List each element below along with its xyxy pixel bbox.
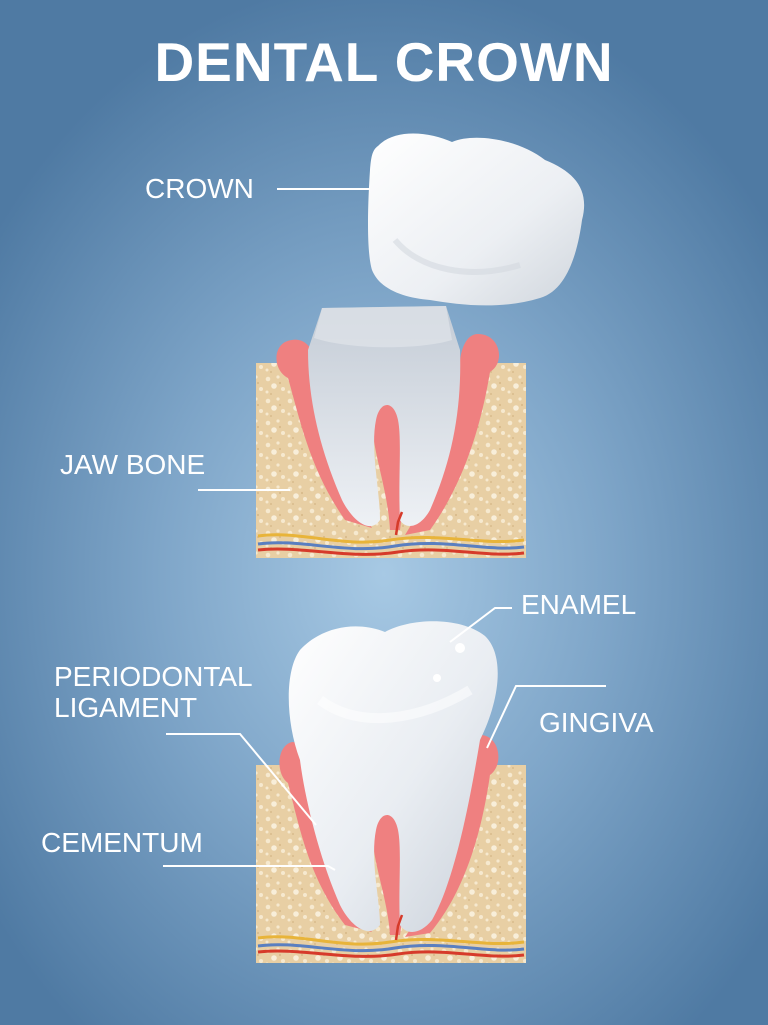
upper-nerve-red	[257, 547, 525, 556]
page-title: DENTAL CROWN	[154, 31, 614, 93]
lower-ligament-middle	[372, 812, 407, 935]
upper-ligament-middle	[372, 404, 407, 530]
periodontal-ligament-label: PERIODONTAL LIGAMENT	[54, 661, 252, 723]
crown-shape	[368, 133, 585, 306]
cementum-leader-line	[163, 865, 336, 871]
lower-nerve-blue	[257, 943, 525, 953]
lower-tooth-group	[256, 621, 526, 963]
crown-label: CROWN	[145, 173, 254, 204]
gingiva-leader-line	[486, 685, 606, 749]
upper-tooth-group	[256, 133, 585, 558]
enamel-leader-line	[449, 607, 512, 643]
leader-lines	[163, 188, 606, 871]
periodontal-ligament-leader-line	[166, 733, 317, 826]
gingiva-label: GINGIVA	[539, 707, 654, 738]
cementum-label: CEMENTUM	[41, 827, 203, 858]
upper-tooth-stump	[308, 306, 461, 527]
enamel-label: ENAMEL	[521, 589, 637, 620]
lower-nerve-red	[257, 949, 525, 958]
jaw-bone-label: JAW BONE	[60, 449, 206, 480]
upper-nerve-yellow	[257, 533, 525, 544]
upper-nerve-blue	[257, 541, 525, 551]
lower-nerve-yellow	[257, 935, 525, 946]
